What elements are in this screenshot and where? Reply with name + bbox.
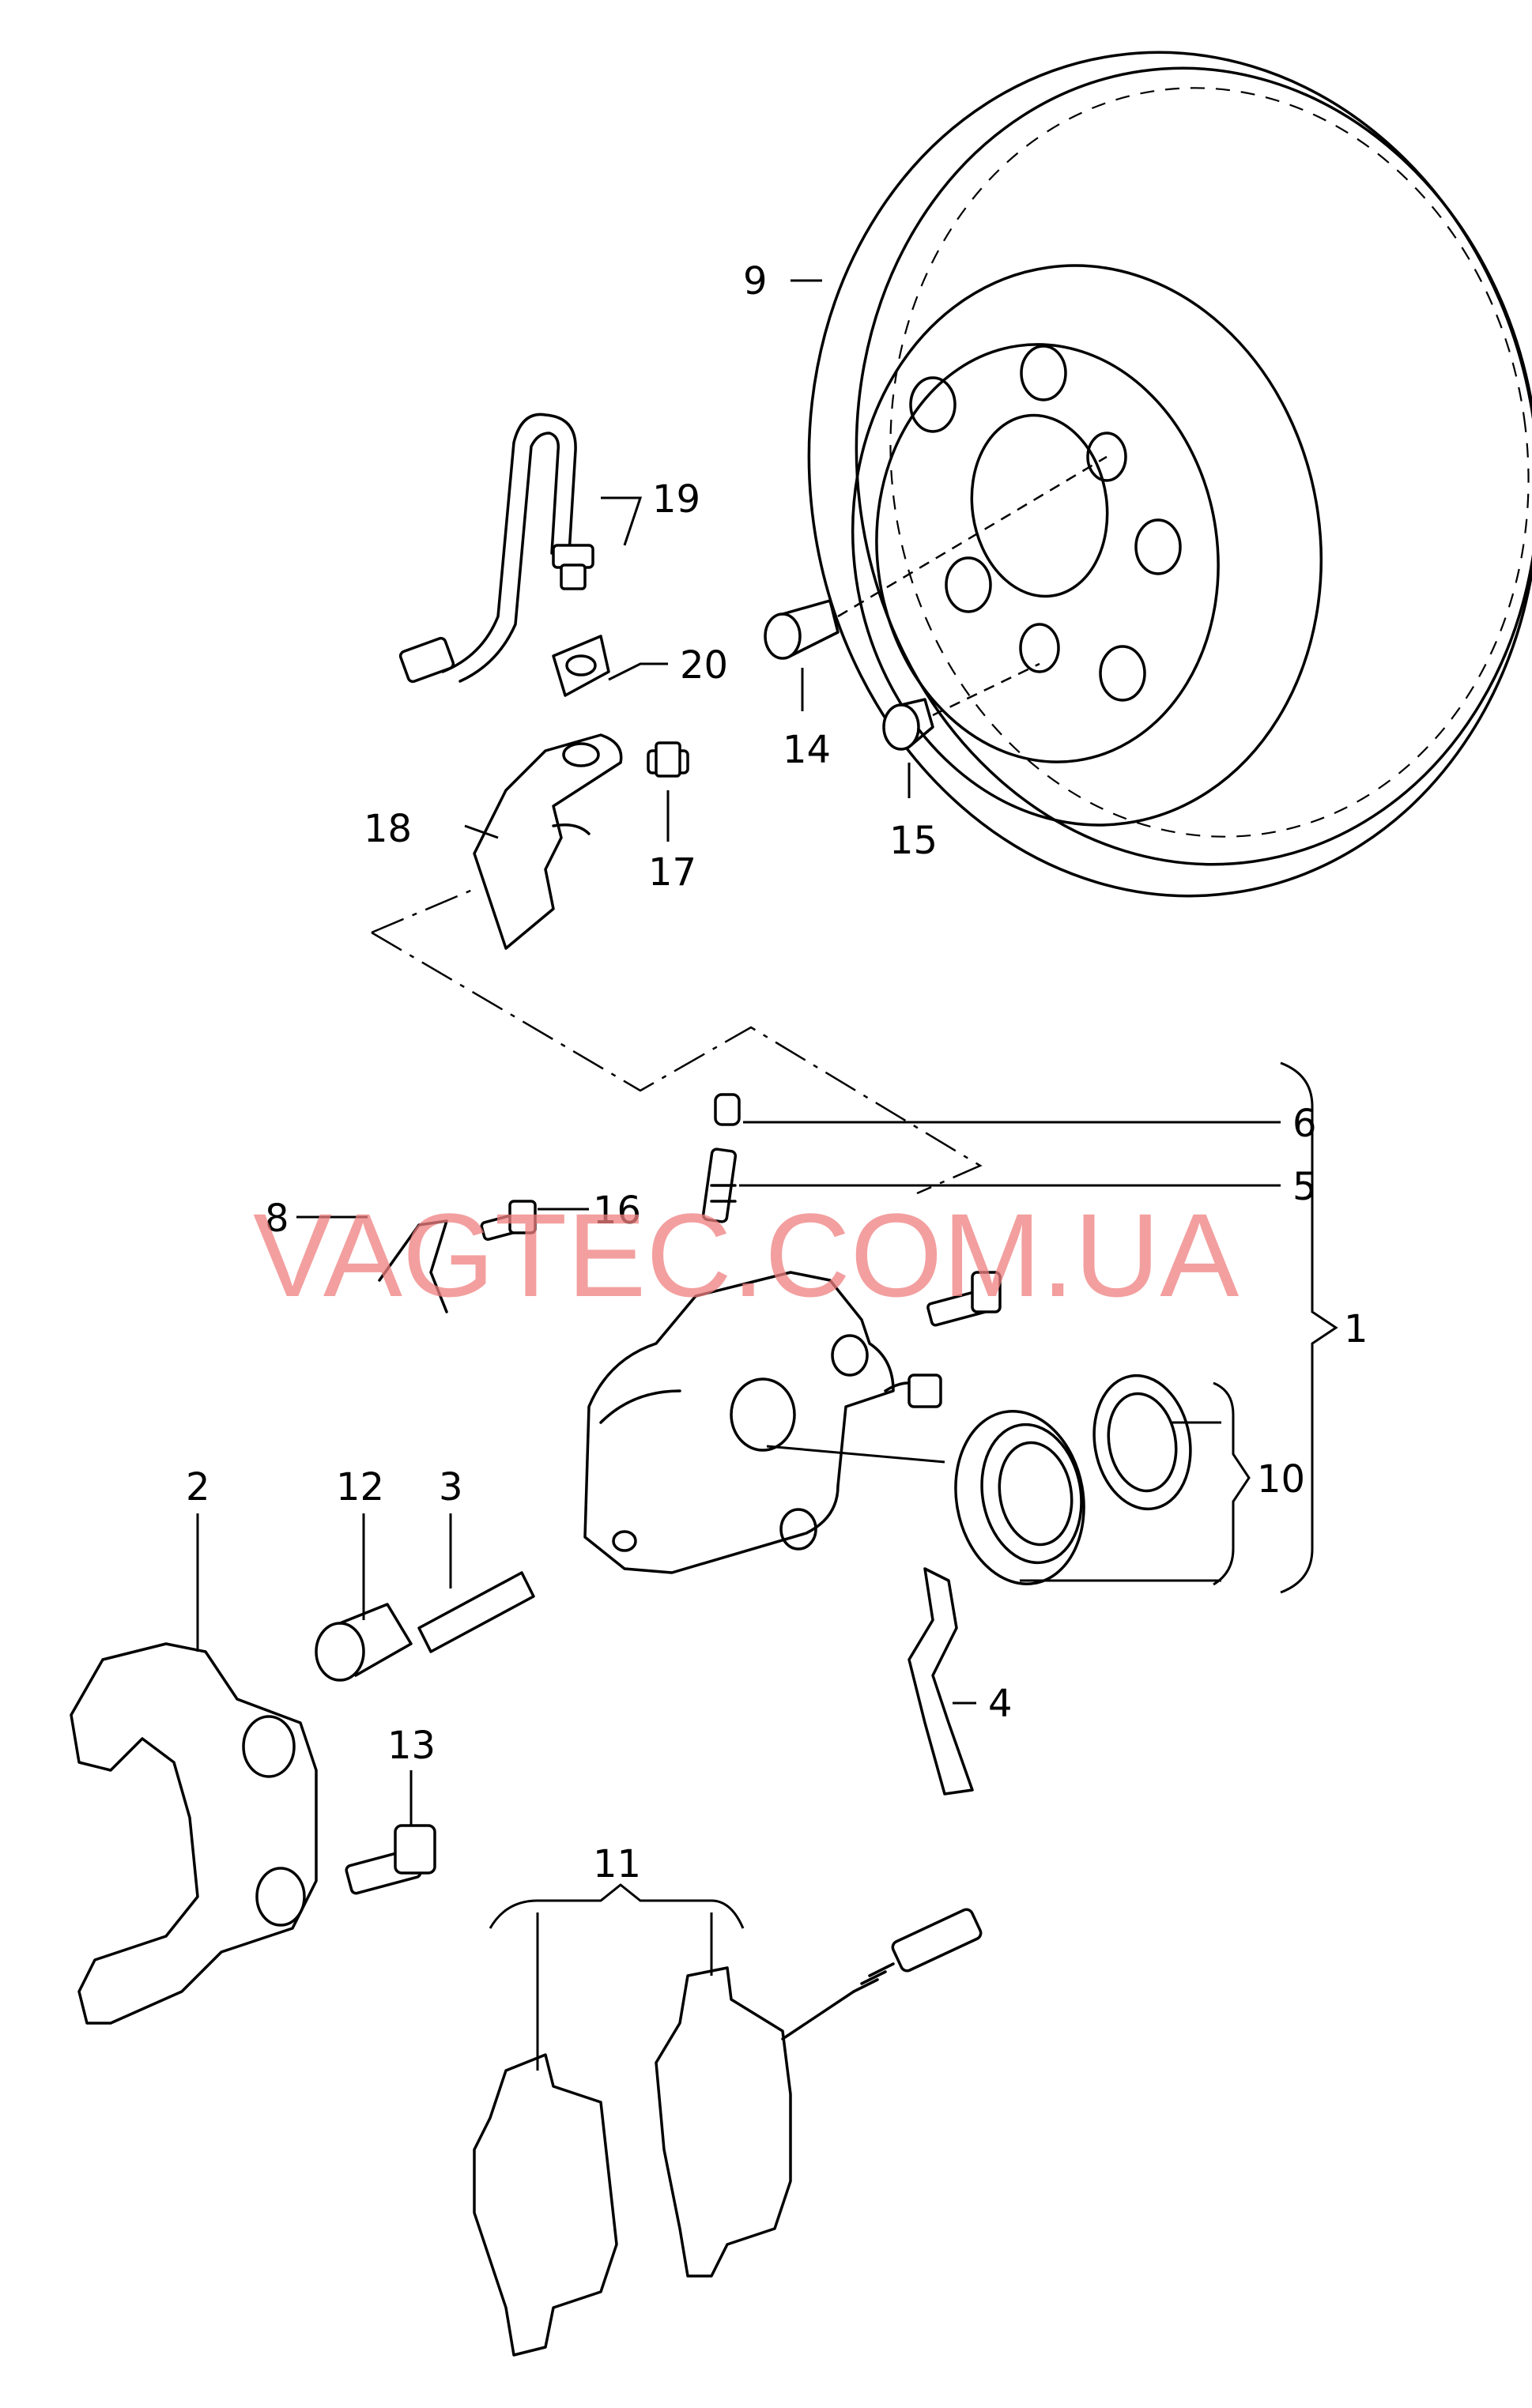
callout-3: 3 [439, 1465, 463, 1509]
callout-12: 12 [336, 1465, 384, 1509]
guide-pin [417, 1571, 535, 1653]
callout-8: 8 [265, 1196, 289, 1241]
assembly-outline [371, 887, 983, 1195]
disc-bolt [764, 599, 840, 660]
callout-14: 14 [783, 728, 831, 772]
carrier-bolt [345, 1824, 436, 1895]
bleeder-screw [701, 1147, 738, 1223]
callout-16: 16 [593, 1189, 641, 1233]
caliper-bolt [926, 1271, 1002, 1327]
callout-5: 5 [1292, 1165, 1317, 1209]
pipe-bracket [473, 733, 623, 950]
brake-disc [807, 51, 1532, 898]
callout-19: 19 [652, 477, 700, 522]
centerline-14 [837, 455, 1107, 618]
disc-plug [882, 698, 934, 751]
callout-labels: 9 19 20 18 17 14 15 6 5 8 16 1 10 4 2 12… [186, 259, 1368, 1886]
caliper [583, 1271, 942, 1574]
callout-10: 10 [1257, 1457, 1305, 1502]
callout-11: 11 [593, 1842, 641, 1886]
pipe-clip [552, 635, 610, 697]
watermark: VAGTEC.COM.UA [253, 1189, 1239, 1321]
guide-bolt-small [480, 1200, 537, 1242]
wire-retainer [908, 1567, 974, 1796]
callout-13: 13 [387, 1724, 436, 1768]
callout-18: 18 [364, 807, 412, 851]
caliper-carrier [70, 1642, 318, 2025]
brake-pad-inner [473, 2053, 618, 2357]
bracket-bolt [647, 741, 689, 778]
callout-4: 4 [988, 1682, 1013, 1726]
wear-sensor [781, 1908, 983, 2041]
spring-clip [378, 1219, 448, 1313]
callout-6: 6 [1292, 1102, 1317, 1146]
callout-17: 17 [648, 850, 696, 895]
brake-pipe [398, 413, 594, 684]
bleeder-cap [714, 1093, 741, 1126]
callout-2: 2 [186, 1465, 210, 1509]
callout-20: 20 [680, 643, 728, 688]
brake-pad-outer [655, 1966, 792, 2278]
callout-9: 9 [743, 259, 768, 303]
callout-15: 15 [889, 819, 938, 863]
seal-kit [954, 1374, 1192, 1585]
callout-1: 1 [1344, 1307, 1368, 1351]
leader-lines [196, 279, 1338, 2071]
centerline-15 [932, 662, 1040, 717]
